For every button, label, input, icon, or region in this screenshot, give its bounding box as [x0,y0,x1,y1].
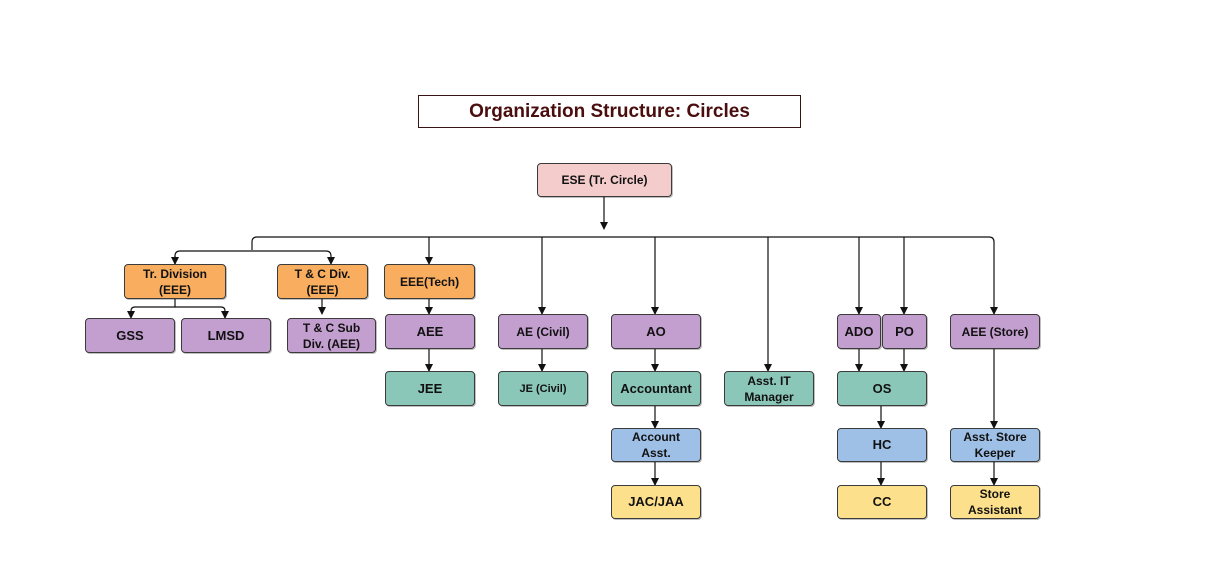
node-store-assistant: Store Assistant [950,485,1040,519]
node-jee: JEE [385,371,475,406]
node-account-asst: Account Asst. [611,428,701,462]
node-je-civil: JE (Civil) [498,371,588,406]
connector-lmsd [175,306,229,319]
connector-bus [251,236,998,315]
node-os: OS [837,371,927,406]
node-aee-store: AEE (Store) [950,314,1040,349]
node-aee: AEE [385,314,475,349]
node-po: PO [882,314,927,349]
node-tr-division: Tr. Division (EEE) [124,264,226,299]
connector-branch-left [174,250,335,265]
node-accountant: Accountant [611,371,701,406]
node-tc-div: T & C Div. (EEE) [277,264,368,299]
node-lmsd: LMSD [181,318,271,353]
node-cc: CC [837,485,927,519]
node-ao: AO [611,314,701,349]
node-ado: ADO [837,314,881,349]
node-hc: HC [837,428,927,462]
node-tc-sub-div: T & C Sub Div. (AEE) [287,318,376,353]
node-jac-jaa: JAC/JAA [611,485,701,519]
node-gss: GSS [85,318,175,353]
connector-gss [127,299,176,319]
node-asst-it-manager: Asst. IT Manager [724,371,814,406]
node-ese: ESE (Tr. Circle) [537,163,672,197]
node-ae-civil: AE (Civil) [498,314,588,349]
diagram-title: Organization Structure: Circles [418,95,801,128]
node-asst-store-keeper: Asst. Store Keeper [950,428,1040,462]
node-eee-tech: EEE(Tech) [384,264,475,299]
